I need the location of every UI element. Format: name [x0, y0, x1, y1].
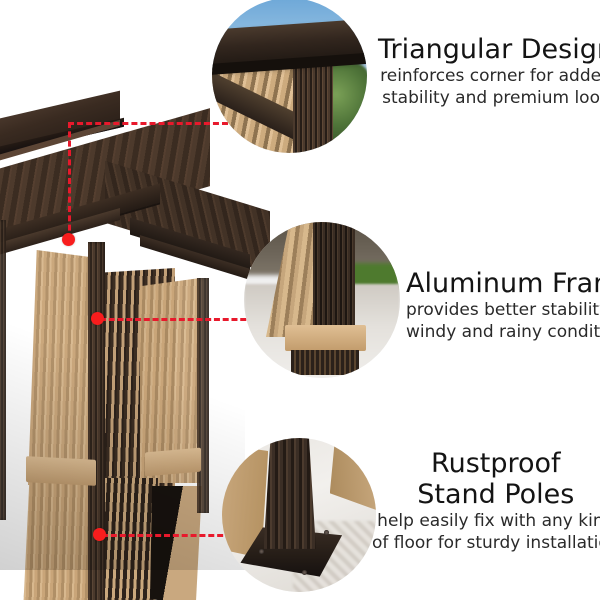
subtext-triangular-design-line-1: reinforces corner for added — [380, 66, 600, 86]
gazebo-curtain-left-lower — [22, 475, 98, 600]
heading-aluminum-frame: Aluminum Frame — [406, 268, 600, 299]
subtext-rustproof-line-2: of floor for sturdy installation — [372, 533, 600, 553]
callout-photo-rustproof-stand-poles — [222, 438, 376, 592]
base-plate-screw — [323, 530, 329, 536]
subtext-triangular-design-line-2: stability and premium look — [382, 88, 600, 108]
heading-rustproof-line-1: Rustproof — [431, 448, 561, 479]
aluminum-frame-column — [312, 222, 355, 341]
heading-rustproof-line-2: Stand Poles — [417, 479, 575, 510]
gazebo-curtain-tieback-right — [145, 447, 201, 477]
corner-post-detail — [292, 52, 333, 153]
text-block-aluminum-frame: Aluminum Frame provides better stability… — [406, 268, 600, 343]
subtext-aluminum-frame-line-1: provides better stability in — [406, 300, 600, 320]
gazebo-curtain-tieback-left — [26, 456, 96, 486]
callout-photo-aluminum-frame — [244, 222, 400, 378]
gazebo-product-photo — [0, 90, 270, 600]
callout-photo-triangular-design — [212, 0, 367, 153]
gazebo-post-back — [0, 220, 6, 520]
text-block-rustproof-stand-poles: Rustproof Stand Poles help easily fix wi… — [372, 448, 600, 554]
gazebo-curtain-mid-lower — [100, 478, 158, 600]
base-plate-screw — [302, 570, 308, 576]
marker-frame-post — [91, 312, 104, 325]
leader-line-horizontal-design — [68, 122, 228, 125]
leader-line-vertical-design — [68, 122, 71, 240]
subtext-rustproof-line-1: help easily fix with any kind — [377, 511, 600, 531]
curtain-foot-detail — [290, 349, 360, 375]
gazebo-curtain-left-upper — [28, 250, 90, 485]
subtext-aluminum-frame-line-2: windy and rainy conditions — [406, 322, 600, 342]
marker-roof-corner — [62, 233, 75, 246]
base-plate-screw — [258, 548, 264, 554]
gazebo-post-front — [88, 242, 105, 600]
leader-line-horizontal-poles — [102, 534, 232, 537]
leader-line-horizontal-frame — [100, 318, 255, 321]
stand-pole — [263, 438, 316, 549]
text-block-triangular-design: Triangular Design reinforces corner for … — [378, 34, 600, 109]
heading-triangular-design: Triangular Design — [378, 34, 600, 65]
gazebo-post-right — [197, 278, 209, 513]
marker-pole-base — [93, 528, 106, 541]
curtain-tan-band — [284, 324, 366, 352]
gazebo-curtain-right-lower — [150, 486, 202, 600]
